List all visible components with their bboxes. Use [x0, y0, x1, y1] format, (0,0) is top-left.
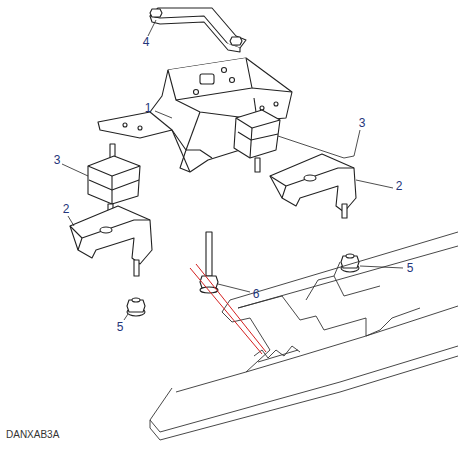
callout-number: 6 — [253, 288, 260, 300]
callout-number: 2 — [63, 203, 70, 215]
flange-nut — [341, 254, 359, 272]
rubber-mount — [234, 98, 280, 172]
mounting-plate — [98, 58, 292, 172]
callout-number: 2 — [396, 180, 403, 192]
callout-number: 1 — [145, 102, 152, 114]
callout-number: 5 — [117, 321, 124, 333]
callout-number: 3 — [54, 154, 61, 166]
chassis-bracket — [70, 206, 152, 276]
leader-line — [62, 20, 403, 320]
flange-nut — [127, 298, 145, 316]
location-pointer — [190, 264, 266, 354]
rubber-mount — [88, 144, 140, 216]
callout-number: 3 — [359, 117, 366, 129]
chassis-bracket — [270, 154, 356, 218]
drawing-code: DANXAB3A — [6, 430, 59, 440]
chassis-frame — [150, 232, 458, 440]
strap-bracket — [150, 8, 246, 52]
callout-number: 4 — [143, 36, 150, 48]
callout-number: 5 — [407, 262, 414, 274]
